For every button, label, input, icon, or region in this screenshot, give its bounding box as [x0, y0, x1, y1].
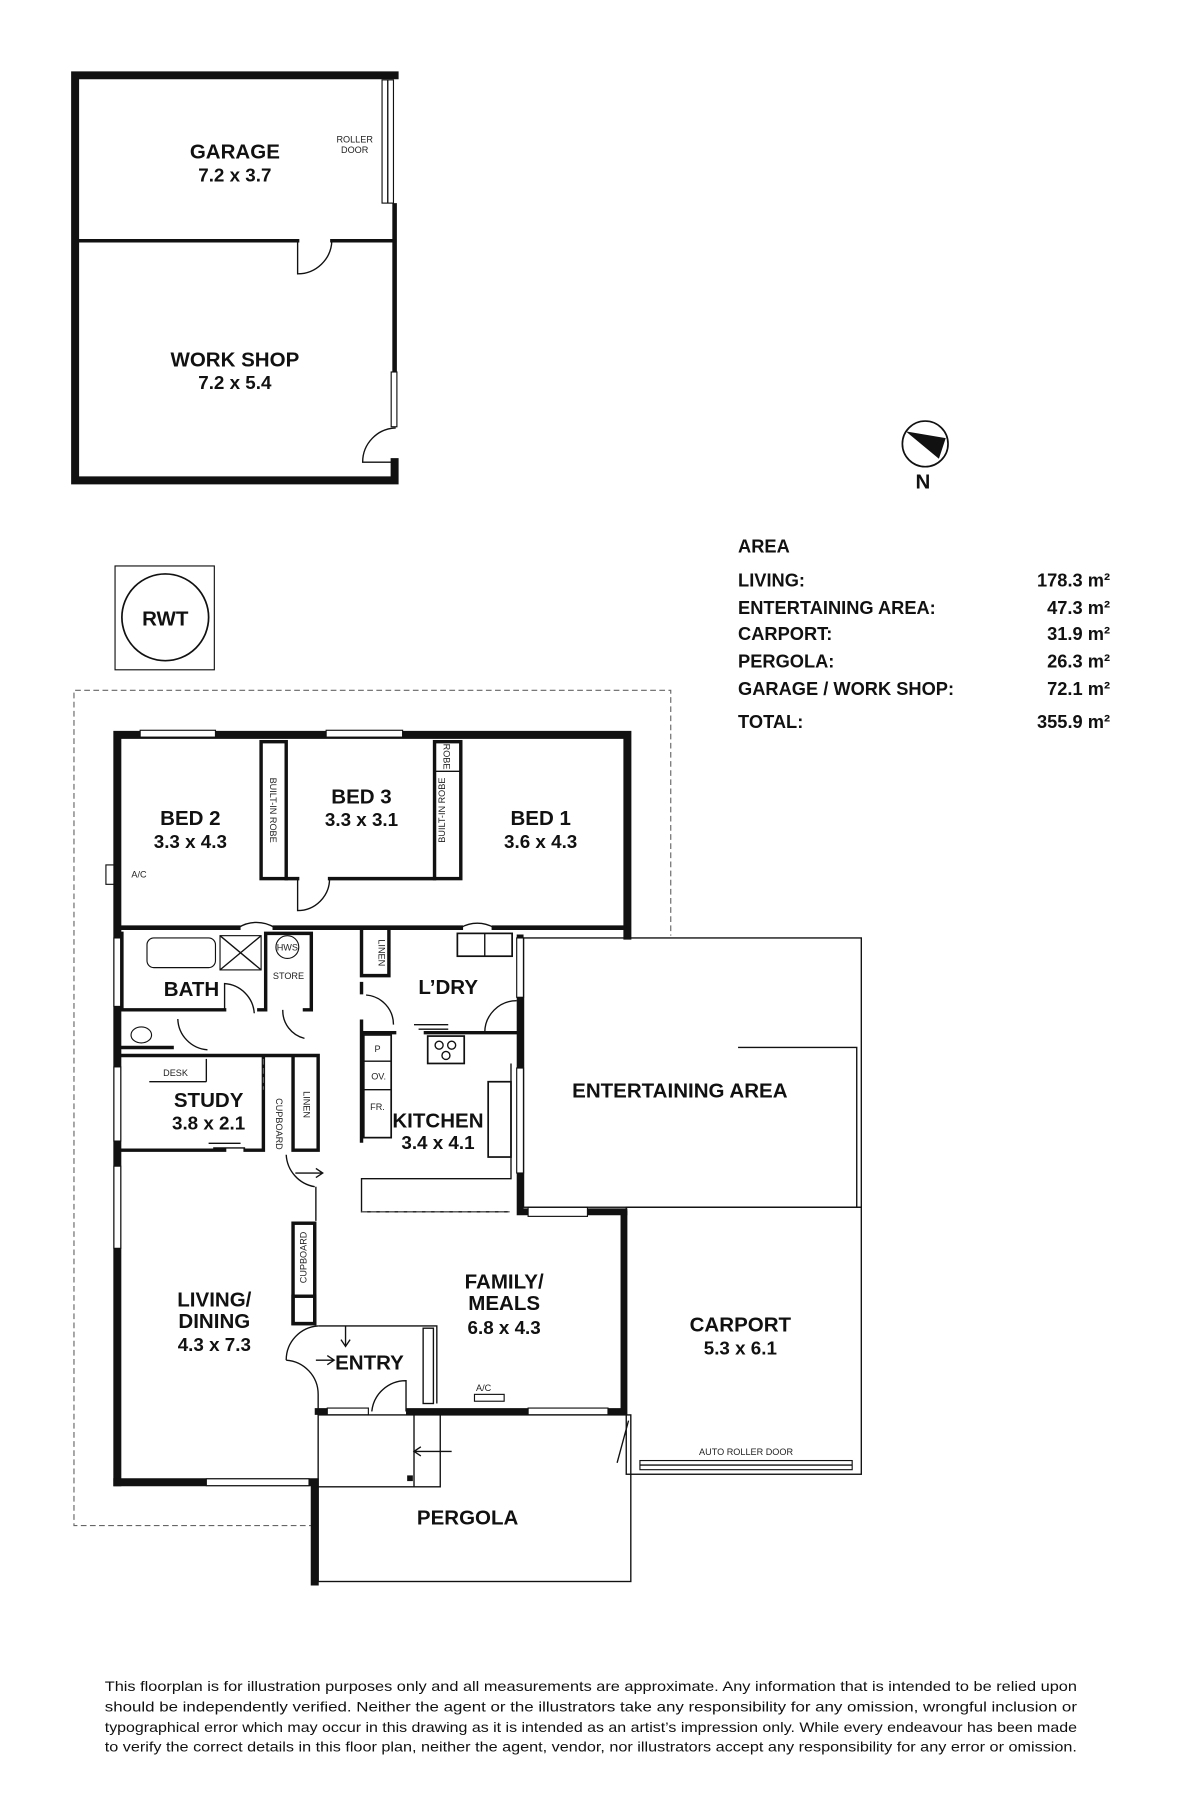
area-row-label: LIVING:	[738, 570, 805, 591]
area-row-value: 72.1 m²	[1047, 678, 1110, 699]
disclaimer-line: typographical error which may occur in t…	[105, 1719, 1077, 1735]
living-dims: 4.3 x 7.3	[178, 1334, 251, 1355]
carport-label: CARPORT	[690, 1314, 792, 1337]
cupboard-label: CUPBOARD	[274, 1098, 284, 1150]
roofline-boundary	[73, 689, 672, 1527]
bed1-label: BED 1	[510, 807, 570, 830]
area-table: AREA LIVING: 178.3 m² ENTERTAINING AREA:…	[738, 535, 1110, 732]
disclaimer-line: This floorplan is for illustration purpo…	[105, 1678, 1077, 1694]
family-dims: 6.8 x 4.3	[468, 1317, 541, 1338]
roller-door-label: DOOR	[341, 145, 369, 155]
robe-label: ROBE	[442, 744, 452, 770]
roller-door-label: ROLLER	[336, 135, 373, 145]
area-row-value: 47.3 m²	[1047, 597, 1110, 618]
rwt-label: RWT	[142, 607, 189, 630]
disclaimer-line: should be independently verified. Neithe…	[105, 1699, 1078, 1715]
pantry-label: P	[374, 1044, 380, 1054]
oven-label: OV.	[371, 1071, 386, 1081]
ac-label: A/C	[476, 1383, 492, 1393]
carport-dims: 5.3 x 6.1	[704, 1337, 777, 1358]
area-title: AREA	[738, 535, 790, 556]
ac-label: A/C	[131, 869, 147, 879]
entertaining-area-label: ENTERTAINING AREA	[572, 1080, 788, 1103]
area-row-label: ENTERTAINING AREA:	[738, 597, 936, 618]
study-dims: 3.8 x 2.1	[172, 1113, 245, 1134]
garage-label: GARAGE	[190, 141, 280, 164]
bed3-dims: 3.3 x 3.1	[325, 809, 398, 830]
area-row-label: PERGOLA:	[738, 651, 834, 672]
main-house	[113, 729, 632, 1586]
kitchen-dims: 3.4 x 4.1	[401, 1132, 474, 1153]
workshop-label: WORK SHOP	[170, 348, 299, 371]
garage-dims: 7.2 x 3.7	[198, 164, 271, 185]
bed2-dims: 3.3 x 4.3	[154, 831, 227, 852]
area-row-value: 178.3 m²	[1037, 570, 1110, 591]
garage-workshop-building: GARAGE 7.2 x 3.7 ROLLER DOOR WORK SHOP 7…	[71, 71, 399, 485]
outdoor-areas	[317, 937, 862, 1583]
fridge-label: FR.	[370, 1102, 385, 1112]
pergola-label: PERGOLA	[417, 1506, 519, 1529]
disclaimer: This floorplan is for illustration purpo…	[105, 1678, 1078, 1754]
living-label: LIVING/	[177, 1289, 251, 1312]
north-label: N	[916, 470, 931, 493]
bed1-dims: 3.6 x 4.3	[504, 831, 577, 852]
study-label: STUDY	[174, 1089, 244, 1112]
laundry-label: L’DRY	[418, 976, 478, 999]
meals-label: MEALS	[468, 1292, 540, 1315]
bath-label: BATH	[164, 978, 219, 1001]
area-total-label: TOTAL:	[738, 711, 803, 732]
disclaimer-line: to verify the correct details in this fl…	[105, 1739, 1077, 1755]
cupboard-label: CUPBOARD	[299, 1231, 309, 1283]
linen-label: LINEN	[377, 939, 387, 966]
area-row-label: GARAGE / WORK SHOP:	[738, 678, 954, 699]
bed2-label: BED 2	[160, 807, 220, 830]
area-row-value: 26.3 m²	[1047, 651, 1110, 672]
kitchen-label: KITCHEN	[392, 1109, 483, 1132]
family-label: FAMILY/	[465, 1270, 544, 1293]
workshop-dims: 7.2 x 5.4	[198, 372, 272, 393]
rainwater-tank: RWT	[114, 565, 215, 671]
north-compass-icon: N	[901, 420, 949, 493]
linen-label: LINEN	[301, 1091, 311, 1118]
bed3-label: BED 3	[331, 785, 391, 808]
built-in-robe-label: BUILT-IN ROBE	[268, 778, 278, 843]
area-row-label: CARPORT:	[738, 623, 832, 644]
area-row-value: 31.9 m²	[1047, 623, 1110, 644]
auto-roller-door-label: AUTO ROLLER DOOR	[699, 1447, 793, 1457]
desk-label: DESK	[163, 1068, 188, 1078]
store-label: STORE	[273, 971, 304, 981]
area-total-value: 355.9 m²	[1037, 711, 1110, 732]
dining-label: DINING	[178, 1310, 250, 1333]
entry-label: ENTRY	[335, 1351, 404, 1374]
hws-label: HWS	[277, 943, 298, 953]
built-in-robe-label: BUILT-IN ROBE	[437, 778, 447, 843]
